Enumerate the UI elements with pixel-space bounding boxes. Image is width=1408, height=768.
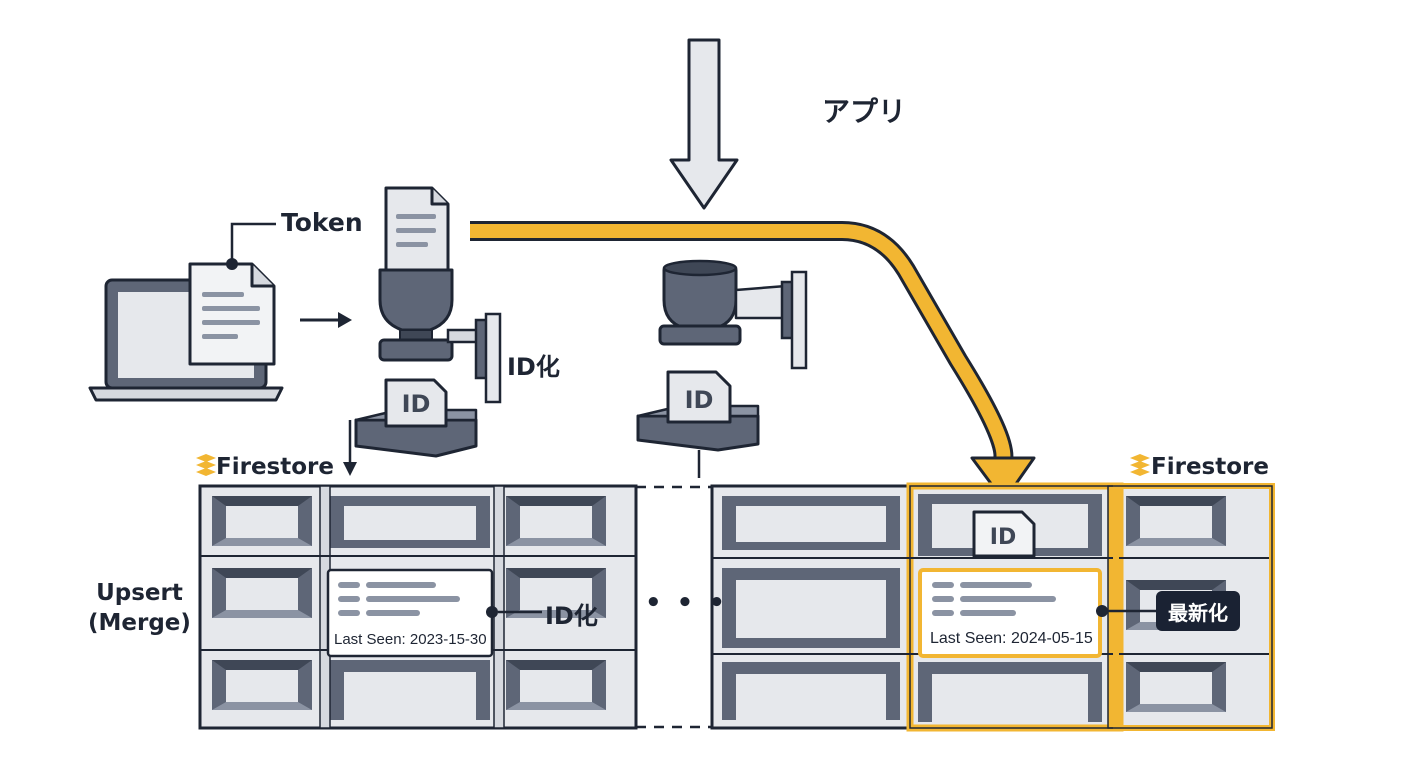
- id-badge-text-2: ID: [685, 386, 714, 414]
- id-badge-text-1: ID: [402, 390, 431, 418]
- app-label: アプリ: [822, 95, 907, 128]
- laptop-to-stamp-arrow: [300, 312, 352, 328]
- upsert-label: Upsert (Merge): [88, 578, 191, 638]
- token-label: Token: [281, 208, 363, 237]
- yellow-flow-arrow: [470, 221, 1036, 503]
- id-badge-right: ID: [972, 510, 1036, 558]
- last-seen-new: Last Seen: 2024-05-15: [930, 630, 1093, 647]
- shelf-dashed-connector: [636, 485, 712, 729]
- upsert-label-line2: (Merge): [88, 610, 191, 636]
- firestore-icon-left: [196, 454, 216, 476]
- stamp-to-firestore-arrow: [343, 420, 357, 476]
- upsert-label-line1: Upsert: [96, 580, 183, 606]
- firestore-label-right: Firestore: [1151, 454, 1269, 480]
- id-card-icon: ID: [354, 378, 478, 458]
- latest-update-badge: 最新化: [1156, 591, 1240, 631]
- token-document-icon: [188, 262, 276, 366]
- token-callout-line: [226, 222, 276, 270]
- firestore-icon-right: [1130, 454, 1150, 476]
- middle-stamp-machine: ID: [636, 259, 808, 478]
- ellipsis: • • •: [645, 588, 728, 618]
- id-conversion-label-mid: ID化: [545, 602, 598, 630]
- input-down-arrow: [669, 38, 739, 210]
- token-stamp-machine: [378, 186, 502, 404]
- record-card-old: [326, 568, 542, 658]
- id-conversion-label-top: ID化: [507, 353, 560, 381]
- firestore-shelf-left: [198, 484, 638, 730]
- last-seen-old: Last Seen: 2023-15-30: [334, 631, 487, 648]
- firestore-label-left: Firestore: [216, 454, 334, 480]
- id-badge-text-3: ID: [990, 525, 1016, 550]
- record-card-new: [918, 568, 1156, 658]
